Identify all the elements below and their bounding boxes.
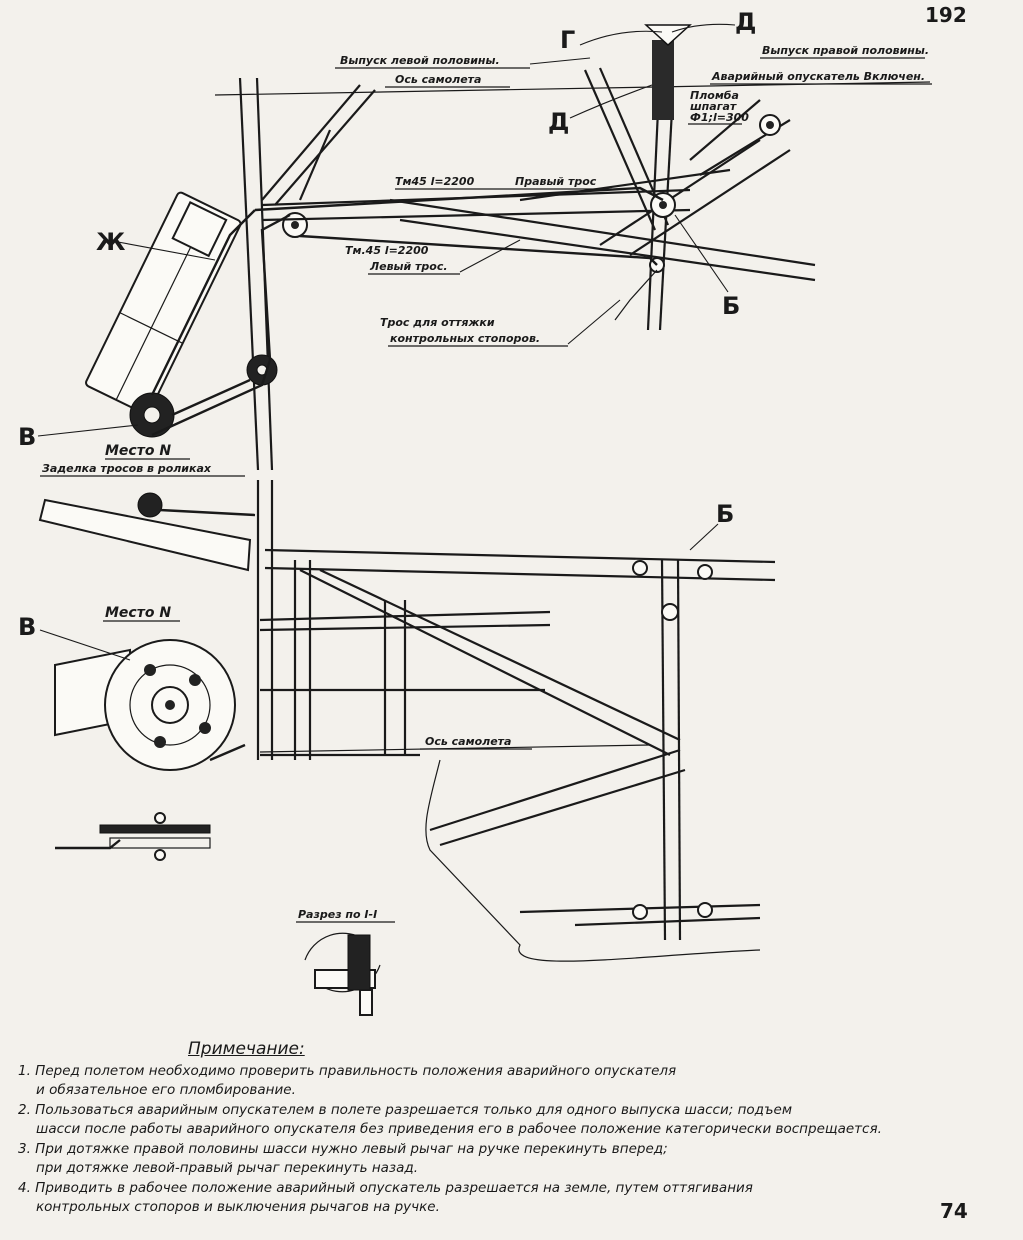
note-2-line1: 2. Пользоваться аварийным опускателем в …: [18, 1101, 793, 1118]
top-mechanism: [85, 24, 931, 471]
notes-title: Примечание:: [188, 1039, 305, 1059]
left-strut: [238, 77, 260, 471]
callout-detail-n-sub: Заделка тросов в роликах: [42, 462, 212, 475]
note-3-line1: 3. При дотяжке правой половины шасси нуж…: [18, 1140, 668, 1157]
note-1-line1: 1. Перед полетом необходимо проверить пр…: [18, 1062, 677, 1079]
note-3: 3. При дотяжке правой половины шасси нуж…: [18, 1140, 1018, 1179]
callout-emergency-on: Аварийный опускатель Включен.: [711, 70, 925, 83]
detail-n: [54, 639, 246, 861]
sheet-mark: 74: [940, 1199, 968, 1223]
callout-right-half: Выпуск правой половины.: [762, 44, 929, 57]
callout-seal-3: Ф1;l=300: [690, 111, 749, 124]
page-number: 192: [925, 3, 967, 27]
callout-detail-n: Место N: [105, 443, 171, 459]
note-1-line2: и обязательное его пломбирование.: [36, 1082, 296, 1098]
letter-g: Г: [560, 26, 575, 54]
letter-b-bottom: Б: [722, 292, 740, 320]
callout-seal-2: шпагат: [690, 100, 737, 113]
reference-letters: Г Д Д Ж Б В Б В: [18, 8, 756, 661]
note-1: 1. Перед полетом необходимо проверить пр…: [18, 1062, 1018, 1101]
callout-left-half: Выпуск левой половины.: [340, 54, 500, 67]
left-cable-line: [299, 234, 658, 266]
letter-zh: Ж: [96, 228, 126, 256]
letter-d-left: Д: [548, 108, 569, 136]
note-4: 4. Приводить в рабочее положение аварийн…: [18, 1179, 1018, 1218]
main-beam: [264, 548, 776, 564]
callout-axis-top: Ось самолета: [395, 73, 481, 86]
callout-stop-cable-1: Трос для оттяжки: [380, 316, 495, 329]
fuselage-outline: [425, 759, 761, 962]
right-cable-line: [254, 186, 664, 212]
callouts: Выпуск левой половины. Выпуск правой пол…: [40, 44, 932, 923]
shock-absorber: [85, 191, 242, 415]
letter-d-top: Д: [735, 8, 756, 36]
letter-v-top: В: [18, 423, 36, 451]
callout-detail-n-2: Место N: [105, 605, 171, 621]
arm-pulley: [137, 492, 163, 518]
notes-block: Примечание: 1. Перед полетом необходимо …: [18, 1039, 1018, 1218]
note-2-line2: шасси после работы аварийного опускателя…: [36, 1121, 882, 1137]
note-4-line1: 4. Приводить в рабочее положение аварийн…: [18, 1179, 753, 1196]
callout-section: Разрез по I-I: [298, 908, 377, 921]
note-4-line2: контрольных стопоров и выключения рычаго…: [36, 1199, 440, 1215]
callout-left-cable: Левый трос.: [369, 260, 448, 273]
diag-strut-1: [261, 84, 361, 201]
callout-right-cable-spec: Тм45 l=2200: [395, 175, 475, 188]
callout-seal-1: Пломба: [690, 89, 739, 102]
letter-v-left: В: [18, 613, 36, 641]
note-2: 2. Пользоваться аварийным опускателем в …: [18, 1101, 1018, 1140]
callout-stop-cable-2: контрольных стопоров.: [390, 332, 540, 345]
callout-left-cable-spec: Тм.45 l=2200: [345, 244, 429, 257]
stop-cable-line: [614, 269, 658, 321]
section-i-i: [304, 932, 381, 1016]
note-3-line2: при дотяжке левой-правый рычаг перекинут…: [36, 1160, 418, 1176]
right-leg: [660, 559, 667, 941]
callout-right-cable: Правый трос: [515, 175, 597, 188]
bottom-mechanism: [38, 480, 776, 962]
release-spring: [652, 40, 674, 120]
right-column: [646, 109, 660, 331]
callout-axis-bottom: Ось самолета: [425, 735, 511, 748]
letter-b-right: Б: [716, 500, 734, 528]
